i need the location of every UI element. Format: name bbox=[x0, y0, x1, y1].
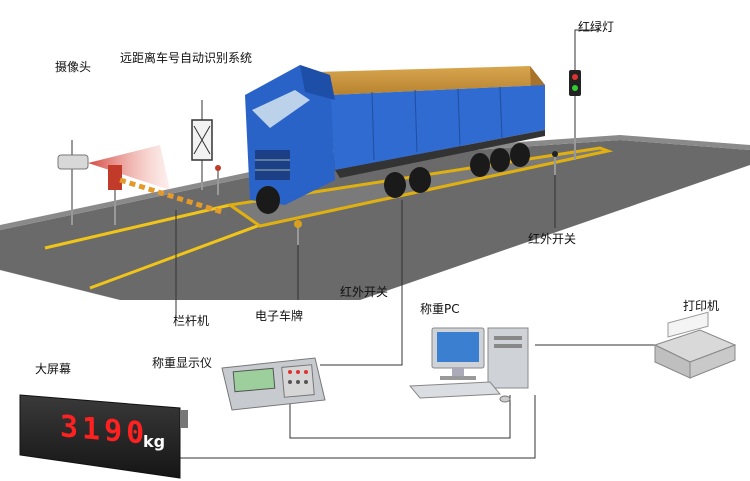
label-weight-indicator: 称重显示仪 bbox=[152, 356, 213, 370]
label-ir-switch-right: 红外开关 bbox=[528, 232, 577, 246]
weight-indicator bbox=[221, 357, 326, 411]
truck bbox=[245, 65, 545, 214]
weighing-pc bbox=[408, 327, 529, 403]
big-screen-unit: kg bbox=[143, 432, 166, 451]
connection-lines bbox=[175, 29, 655, 459]
printer bbox=[653, 311, 737, 379]
camera bbox=[57, 154, 89, 170]
label-barrier: 栏杆机 bbox=[173, 314, 210, 328]
big-screen bbox=[19, 394, 188, 479]
camera-beam bbox=[88, 145, 170, 190]
trailer-tarp bbox=[315, 66, 545, 95]
traffic-light bbox=[569, 70, 581, 96]
ir-switch-bottom bbox=[294, 220, 302, 228]
ir-switch-right bbox=[552, 151, 558, 157]
barrier-arm bbox=[119, 177, 226, 216]
label-e-plate: 电子车牌 bbox=[255, 309, 304, 323]
road bbox=[0, 140, 750, 300]
label-traffic-light: 红绿灯 bbox=[578, 20, 615, 34]
label-ir-switch-bottom: 红外开关 bbox=[340, 285, 389, 299]
label-printer: 打印机 bbox=[683, 299, 720, 313]
label-camera: 摄像头 bbox=[55, 60, 92, 74]
barrier-box bbox=[108, 165, 122, 190]
trailer-body bbox=[330, 85, 545, 170]
label-plate-recognition: 远距离车号自动识别系统 bbox=[120, 51, 253, 65]
label-weighing-pc: 称重PC bbox=[420, 302, 460, 316]
lane-line bbox=[89, 223, 261, 290]
lane-line bbox=[44, 203, 231, 250]
label-big-screen: 大屏幕 bbox=[35, 362, 72, 376]
